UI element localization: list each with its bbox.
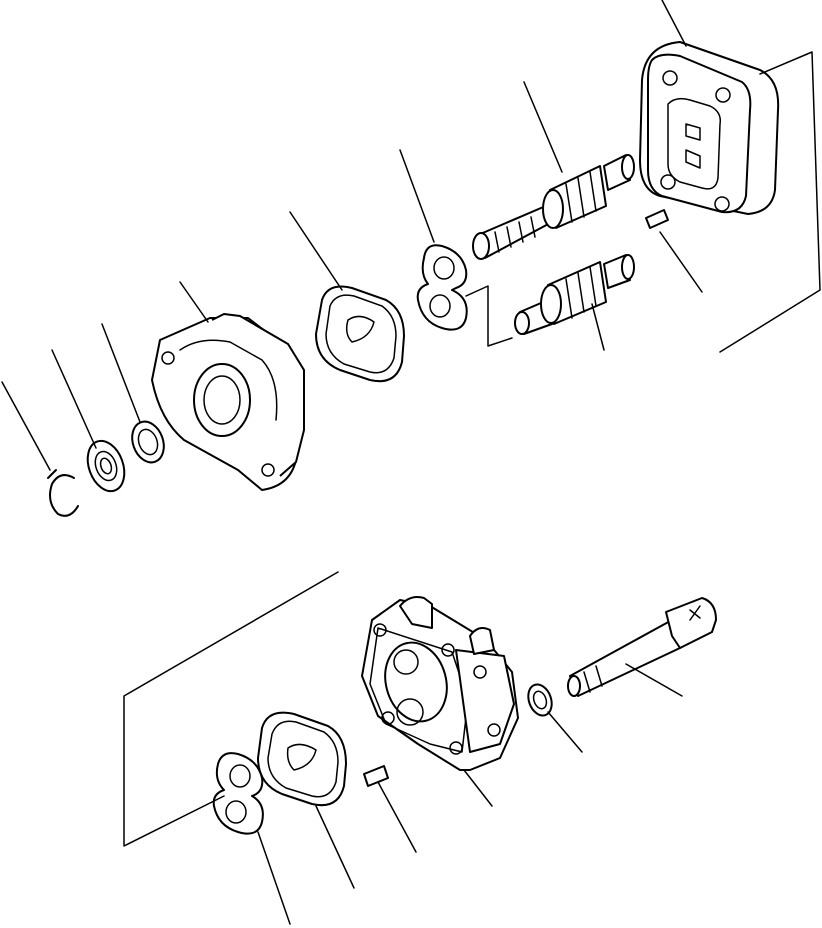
washer-rear-part [527,683,553,717]
washer-part [131,420,165,464]
seal-plate-rear-part [212,752,264,835]
dowel-pin-part [645,209,669,229]
gear-housing-part [639,41,780,215]
bolt-part [567,597,717,697]
rear-cover-part [361,596,519,771]
oil-seal-part [86,439,126,493]
dowel-pin-rear-part [363,765,389,787]
seal-plate-part [416,244,468,331]
top-leader-lines [1,0,821,471]
gasket-part [315,285,405,383]
driven-gear-shaft-part [514,254,635,335]
front-cover-part [151,313,305,491]
bottom-leader-lines [123,571,683,925]
drive-gear-shaft-part [472,154,635,260]
gasket-rear-part [257,711,347,807]
snap-ring-part [47,469,79,517]
